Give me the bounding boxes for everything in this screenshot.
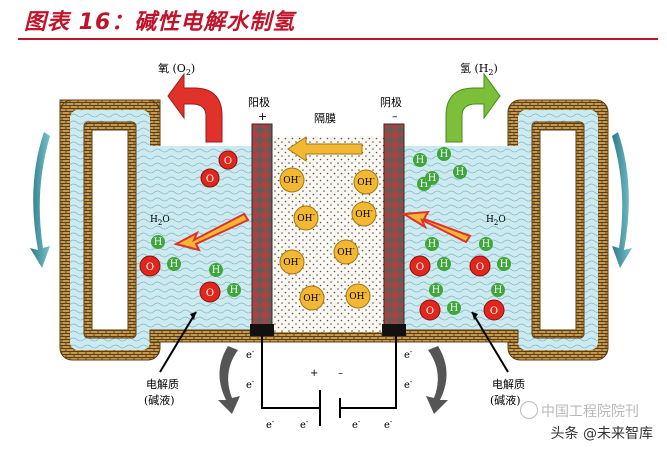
water-label-left: H2O (150, 215, 170, 227)
electrolyzer-tank (59, 99, 609, 361)
electrolyte-label-right-2: (碱液) (490, 393, 521, 407)
electron: e- (246, 378, 255, 391)
oxygen-molecule-left: O O (200, 150, 238, 188)
circulation-arrows (30, 132, 632, 414)
hydroxide-ion: OH- (293, 205, 319, 231)
water-molecule-left-2: H O H (199, 263, 241, 303)
cathode-label: 阴极 (380, 95, 402, 109)
svg-text:H: H (494, 285, 503, 296)
watermark-secondary: 头条 @未来智库 (550, 426, 653, 442)
svg-text:H: H (230, 285, 239, 296)
svg-text:H: H (416, 155, 425, 166)
external-circuit (261, 336, 397, 426)
lower-left-circulation-arrow (218, 346, 240, 414)
membrane-label: 隔膜 (314, 112, 336, 125)
svg-text:O: O (146, 262, 154, 273)
hydroxide-ions: OH- OH- OH- OH- OH- OH- OH- OH- (279, 167, 379, 311)
hydroxide-ion: OH- (353, 169, 379, 195)
molecules: O O H O H H O H H H H H H H O (139, 147, 511, 321)
water-molecule-right-3: H O H (419, 283, 461, 321)
svg-text:H: H (154, 237, 163, 248)
battery-minus: – (338, 368, 343, 379)
electron: e- (404, 348, 413, 361)
electron: e- (404, 378, 413, 391)
hydrogen-outlet-arrow (445, 72, 501, 143)
svg-text:H: H (500, 259, 509, 270)
svg-text:H: H (428, 173, 437, 184)
water-molecule-right-4: H O (483, 283, 505, 321)
hydroxide-ion: OH- (299, 285, 325, 311)
right-circulation-arrow (612, 132, 632, 268)
svg-text:O: O (224, 156, 232, 167)
lower-right-circulation-arrow (426, 346, 448, 414)
svg-text:OH-: OH- (349, 289, 367, 302)
hydrogen-molecule-3: H (425, 171, 439, 185)
svg-text:OH-: OH- (337, 245, 355, 258)
svg-text:H: H (482, 239, 491, 250)
svg-text:H: H (420, 179, 429, 190)
hydroxide-ion: OH- (333, 239, 359, 265)
svg-text:H: H (440, 259, 449, 270)
hydroxide-ion: OH- (351, 201, 377, 227)
electrons: e- e- e- e- e- e- e- e- (246, 348, 413, 431)
battery-plus: + (310, 368, 318, 379)
hydroxide-ion: OH- (279, 249, 305, 275)
svg-text:O: O (426, 306, 434, 317)
wechat-icon (520, 401, 538, 419)
figure-title: 图表 16：碱性电解水制氢 (24, 10, 296, 35)
svg-text:OH-: OH- (283, 173, 301, 186)
svg-text:O: O (490, 306, 498, 317)
electron: e- (384, 418, 393, 431)
right-electrolyte-pointer (471, 311, 509, 373)
right-ion-arrow (400, 210, 472, 244)
svg-text:OH-: OH- (297, 211, 315, 224)
anode-sign: + (258, 110, 267, 123)
cathode-sign: – (392, 110, 398, 123)
hydrogen-label: 氢 (H2) (460, 61, 498, 77)
electrolyte-label-left-2: (碱液) (144, 393, 175, 407)
hydroxide-ion: OH- (279, 167, 305, 193)
electron: e- (352, 418, 361, 431)
svg-text:O: O (206, 288, 214, 299)
hydrogen-molecule-2: H H (437, 147, 467, 179)
electron: e- (266, 418, 275, 431)
electrolyte-label-right-1: 电解质 (492, 377, 525, 391)
svg-text:H: H (456, 167, 465, 178)
hydroxide-flow-arrow (287, 136, 363, 162)
svg-text:O: O (206, 174, 214, 185)
svg-text:OH-: OH- (283, 255, 301, 268)
svg-text:H: H (432, 285, 441, 296)
svg-text:OH-: OH- (357, 175, 375, 188)
svg-text:O: O (476, 262, 484, 273)
oxygen-label: 氧 (O2) (158, 61, 195, 77)
electrolyte-label-left-1: 电解质 (146, 377, 179, 391)
svg-text:OH-: OH- (355, 207, 373, 220)
left-electrolyte-pointer (159, 311, 197, 373)
svg-text:H: H (428, 239, 437, 250)
svg-text:H: H (170, 259, 179, 270)
water-molecule-left-1: H O H (139, 235, 181, 277)
svg-text:H: H (450, 303, 459, 314)
electron: e- (300, 418, 309, 431)
svg-text:H: H (440, 149, 449, 160)
anode-label: 阳极 (248, 95, 270, 109)
oxygen-outlet-arrow (167, 72, 223, 143)
electron: e- (246, 348, 255, 361)
svg-text:O: O (416, 262, 424, 273)
title-rule (18, 38, 658, 40)
left-ion-arrow (173, 212, 250, 252)
hydroxide-ion: OH- (345, 283, 371, 309)
water-molecule-right-2: H O H (469, 237, 511, 277)
water-molecule-right-1: H O H (409, 237, 451, 277)
water-label-right: H2O (486, 215, 506, 227)
svg-text:H: H (212, 265, 221, 276)
svg-text:OH-: OH- (303, 291, 321, 304)
left-circulation-arrow (30, 132, 50, 268)
watermark-primary: 中国工程院院刊 (520, 401, 639, 421)
